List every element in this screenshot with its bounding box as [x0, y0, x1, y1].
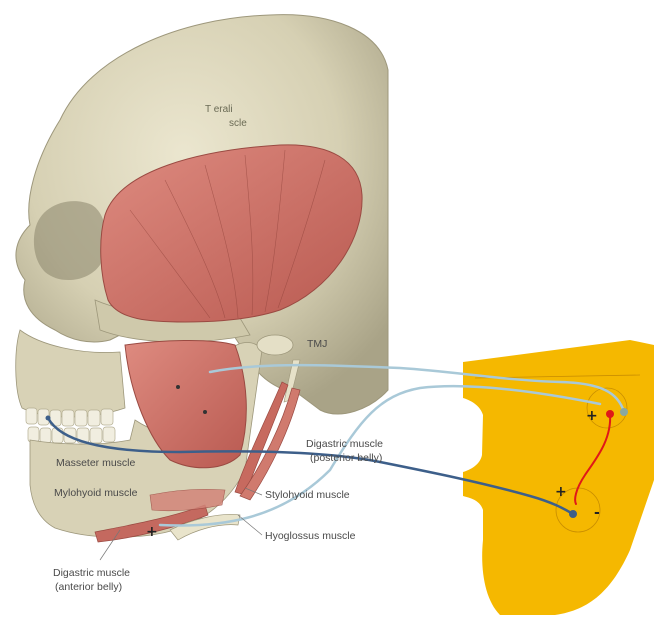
device-plus-lower: + [555, 484, 567, 500]
device-plus-upper: + [586, 408, 598, 424]
label-mylohyoid: Mylohyoid muscle [54, 487, 138, 499]
electrode-dot [176, 385, 180, 389]
label-stylohyoid: Stylohyoid muscle [265, 489, 350, 501]
maxilla [16, 330, 125, 417]
eye-socket [34, 201, 106, 280]
label-digastric-posterior-line2: (posterior belly) [310, 452, 382, 464]
tmj-condyle [257, 335, 293, 355]
label-digastric-anterior-line1: Digastric muscle [53, 567, 130, 579]
label-temporalis-line1: T erali [205, 104, 233, 115]
device-terminal [569, 510, 577, 518]
device-minus-lower: - [594, 505, 600, 521]
label-temporalis-line2: scle [229, 118, 247, 129]
label-digastric-anterior-line2: (anterior belly) [55, 581, 122, 593]
label-masseter: Masseter muscle [56, 457, 136, 469]
label-digastric-posterior-line1: Digastric muscle [306, 438, 383, 450]
device-terminal [606, 410, 614, 418]
electrode-dot [203, 410, 207, 414]
label-hyoglossus: Hyoglossus muscle [265, 530, 356, 542]
label-tmj: TMJ [307, 338, 327, 350]
device-terminal [620, 408, 628, 416]
chin-plus: + [146, 524, 158, 540]
